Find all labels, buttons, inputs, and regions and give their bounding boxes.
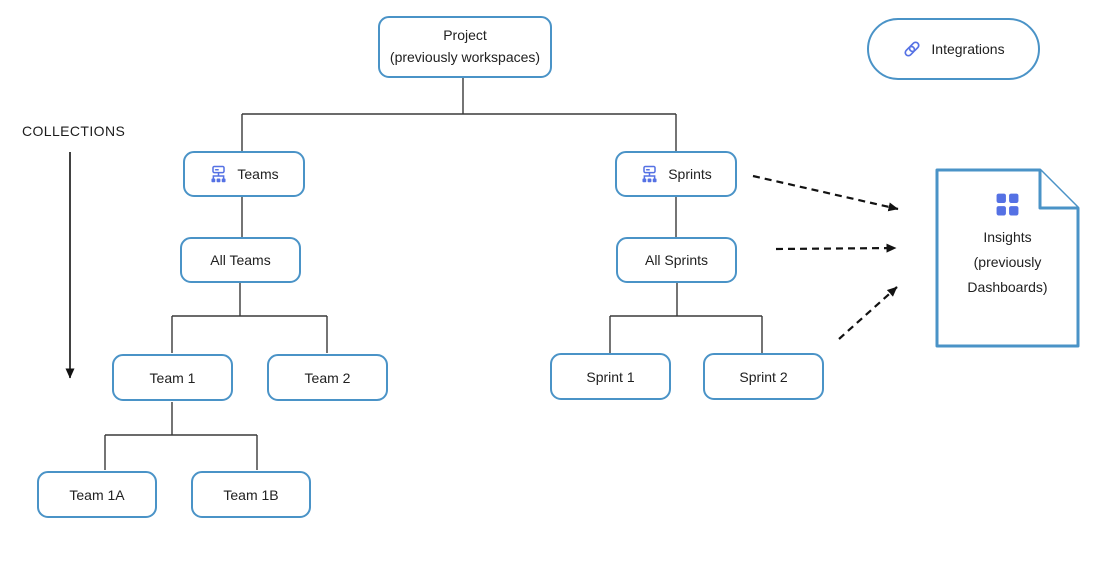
node-sprint-2-label: Sprint 2 [739,368,788,385]
insights-line3: Dashboards) [967,279,1048,295]
tree-connectors [104,78,763,470]
node-team-1a-label: Team 1A [69,486,125,503]
node-team-1b-label: Team 1B [223,486,279,503]
node-team-2-label: Team 2 [304,369,351,386]
integrations-label: Integrations [931,41,1005,57]
node-team-1b: Team 1B [191,471,311,518]
integrations-node: Integrations [867,18,1040,80]
node-teams-label: Teams [237,166,279,182]
node-teams: Teams [183,151,305,197]
node-all-teams: All Teams [180,237,301,283]
collections-label: COLLECTIONS [22,123,126,139]
node-all-sprints-label: All Sprints [644,252,709,268]
insights-line2: (previously [973,254,1042,270]
node-team-1: Team 1 [112,354,233,401]
dashboard-grid-icon [996,193,1019,216]
node-sprint-2: Sprint 2 [703,353,824,400]
node-all-teams-label: All Teams [210,252,271,268]
sitemap-icon [642,165,657,182]
node-sprints-label: Sprints [668,166,712,182]
node-project: Project (previously workspaces) [378,16,552,78]
node-all-sprints: All Sprints [616,237,737,283]
dashed-arrows [752,174,899,340]
link-icon [904,41,920,57]
arrow-sprint2-to-insights [838,286,898,340]
node-sprint-1: Sprint 1 [550,353,671,400]
insights-line1: Insights [983,229,1032,245]
arrow-allsprints-to-insights [775,243,897,253]
node-sprints: Sprints [615,151,737,197]
sitemap-icon [211,165,226,182]
node-sprint-1-label: Sprint 1 [586,368,635,385]
node-team-1a: Team 1A [37,471,157,518]
insights-node: Insights (previously Dashboards) [935,192,1080,300]
node-team-2: Team 2 [267,354,388,401]
insights-document-shape [935,168,1080,348]
node-project-label: Project (previously workspaces) [390,25,540,68]
node-project-line1: Project [443,27,487,44]
node-team-1-label: Team 1 [149,369,196,386]
arrow-sprints-to-insights [752,174,899,212]
node-project-line2: (previously workspaces) [389,49,541,65]
